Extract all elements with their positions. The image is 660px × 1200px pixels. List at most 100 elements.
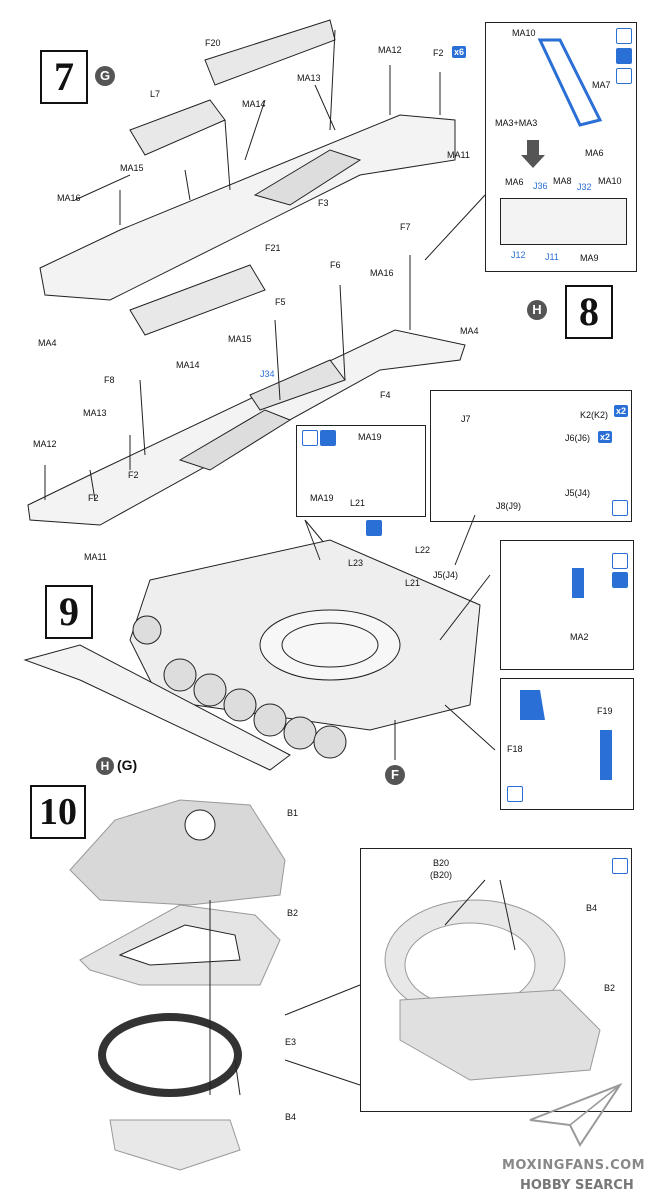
part-label: MA12 [378, 45, 402, 55]
detail-inset-ma19 [296, 425, 426, 517]
quantity-badge: x2 [614, 405, 629, 417]
part-label: MA14 [242, 99, 266, 109]
part-label: F20 [205, 38, 221, 48]
part-label: MA11 [447, 150, 470, 160]
symmetric-icon [320, 430, 336, 446]
f18-blue-bracket [520, 690, 545, 720]
part-label: MA4 [460, 326, 479, 336]
part-label: J11 [545, 252, 559, 262]
glue-icon [612, 500, 628, 516]
part-label: MA4 [38, 338, 57, 348]
part-label: MA7 [592, 80, 611, 90]
part-label: MA14 [176, 360, 200, 370]
step-9-number: 9 [59, 589, 79, 634]
part-label: MA19 [310, 493, 334, 503]
part-label: MA16 [370, 268, 394, 278]
step-7-box: 7 [40, 50, 88, 104]
inset-highlight-rail [537, 38, 603, 127]
part-label: MA11 [84, 552, 107, 562]
part-label: J32 [577, 182, 592, 192]
part-label: F7 [400, 222, 411, 232]
part-label: B4 [285, 1112, 297, 1122]
inset-subframe [500, 198, 627, 245]
part-label: J5(J4) [433, 570, 459, 580]
turret-ring [259, 609, 401, 681]
glue-icon [302, 430, 318, 446]
detail-inset-ma10 [485, 22, 637, 272]
part-label: MA15 [228, 334, 252, 344]
group-g-note: (G) [117, 757, 138, 773]
fender-9-left [23, 644, 291, 771]
fender-f4 [178, 409, 292, 471]
paint-icon [616, 68, 632, 84]
group-h-badge: H [527, 300, 547, 320]
part-label: MA15 [120, 163, 144, 173]
part-label: L21 [405, 578, 421, 588]
group-g-badge: G [95, 66, 115, 86]
ring-b4 [109, 1119, 241, 1171]
part-label: J6(J6) [565, 433, 591, 443]
step-7-number: 7 [54, 54, 74, 99]
f19-blue-bracket [600, 730, 612, 780]
inset-turret-b2 [399, 989, 601, 1081]
stowage-box-l7 [129, 99, 226, 156]
paper-plane-logo [529, 1082, 623, 1147]
watermark-shop: HOBBY SEARCH [520, 1178, 634, 1193]
part-label: B2 [604, 983, 616, 993]
down-arrow-icon [521, 140, 545, 168]
part-label: MA6 [585, 148, 604, 158]
stowage-box-f21 [129, 264, 266, 336]
part-label: F3 [318, 198, 329, 208]
quantity-badge: x2 [598, 431, 613, 443]
part-label: MA2 [570, 632, 589, 642]
ma2-blue-bracket [572, 568, 584, 598]
part-label: F21 [265, 243, 281, 253]
part-label: MA8 [553, 176, 572, 186]
part-label: L21 [350, 498, 366, 508]
detail-inset-wheel [430, 390, 632, 522]
symmetric-icon [366, 520, 382, 536]
part-label: MA10 [598, 176, 622, 186]
fender-f3 [253, 149, 362, 206]
part-label: J34 [260, 369, 275, 379]
detail-inset-ma2 [500, 540, 634, 670]
part-label: F8 [104, 375, 115, 385]
part-label: L7 [150, 89, 161, 99]
detail-inset-turret [360, 848, 632, 1112]
step-8-number: 8 [579, 289, 599, 334]
part-label: J12 [511, 250, 526, 260]
step-9-box: 9 [45, 585, 93, 639]
part-label: K2(K2) [580, 410, 609, 420]
part-label: F4 [380, 390, 391, 400]
symmetric-icon [616, 48, 632, 64]
part-label: F5 [275, 297, 286, 307]
glue-icon [612, 858, 628, 874]
rod-ma16 [74, 174, 131, 201]
road-wheels [132, 615, 347, 759]
part-label: F2 [433, 48, 444, 58]
symmetric-icon [612, 572, 628, 588]
part-label: L23 [348, 558, 364, 568]
part-label: MA3+MA3 [495, 118, 538, 128]
part-label: B20 [433, 858, 450, 868]
part-label: MA9 [580, 253, 599, 263]
part-label: MA13 [83, 408, 107, 418]
step-10-number: 10 [39, 791, 77, 833]
part-label: F2 [88, 493, 99, 503]
group-f-badge: F [385, 765, 405, 785]
part-label: MA16 [57, 193, 81, 203]
step-8-box: 8 [565, 285, 613, 339]
turret-b1 [69, 799, 286, 906]
part-label: F19 [597, 706, 613, 716]
part-label: MA10 [512, 28, 536, 38]
part-label: B1 [287, 808, 299, 818]
part-label: J7 [461, 414, 471, 424]
quantity-badge: x6 [452, 46, 467, 58]
glue-icon [612, 553, 628, 569]
part-label: L22 [415, 545, 431, 555]
part-label: B4 [586, 903, 598, 913]
part-label: F2 [128, 470, 139, 480]
part-label: F18 [507, 744, 523, 754]
part-label: MA19 [358, 432, 382, 442]
